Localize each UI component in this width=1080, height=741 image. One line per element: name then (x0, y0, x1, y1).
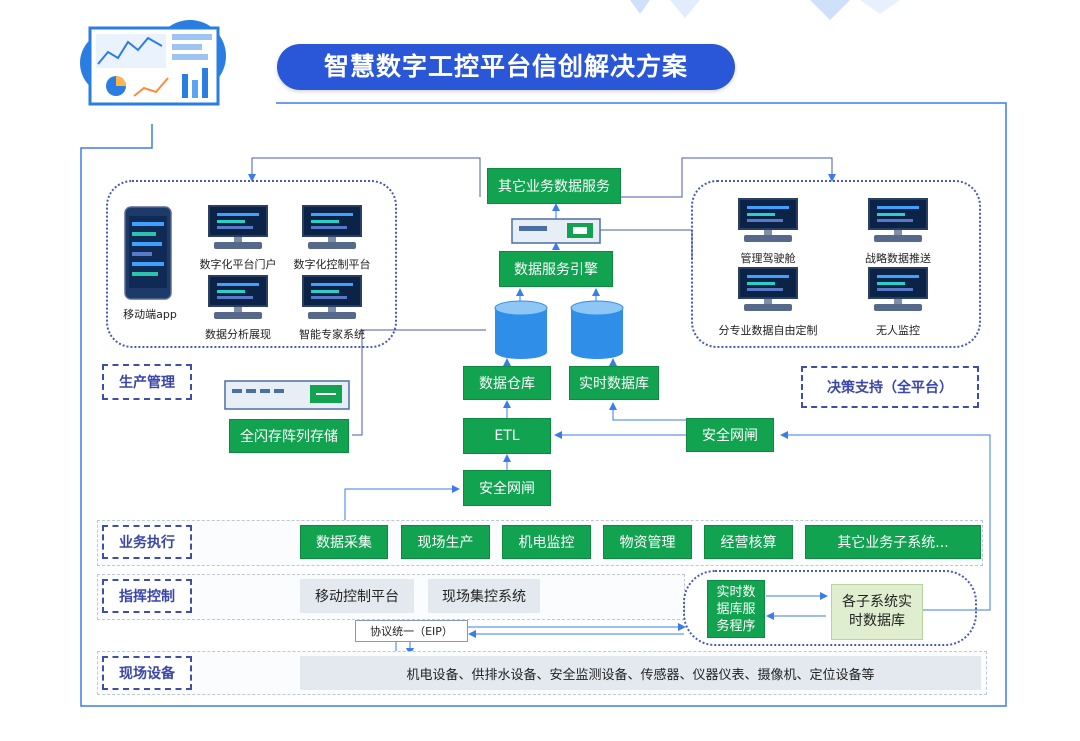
right-cluster-item: 无人监控 (876, 324, 920, 337)
monitor-icon (302, 275, 362, 319)
business-item: 经营核算 (704, 525, 793, 559)
title-pill (277, 44, 735, 90)
left-cluster-item: 数字化平台门户 (199, 258, 277, 271)
business-item: 现场生产 (401, 525, 490, 559)
other-business-data-service: 其它业务数据服务 (487, 168, 621, 204)
data-warehouse: 数据仓库 (463, 366, 551, 400)
monitor-icon (868, 198, 928, 242)
monitor-icon (208, 205, 268, 249)
left-application-cluster (106, 180, 397, 348)
decorative-diamonds (630, 0, 900, 20)
label-decision-support: 决策支持（全平台） (801, 366, 979, 408)
realtime-service-cluster (683, 570, 977, 646)
left-cluster-item: 智能专家系统 (299, 328, 365, 341)
data-service-engine: 数据服务引擎 (499, 251, 613, 287)
mobile-phone-icon (124, 206, 172, 300)
right-application-cluster (691, 180, 981, 348)
label-production-management: 生产管理 (102, 364, 192, 400)
subsystem-realtime-db: 各子系统实时数据库 (831, 584, 923, 640)
business-item: 机电监控 (502, 525, 591, 559)
label-field-equipment: 现场设备 (102, 656, 192, 690)
mobile-control-platform: 移动控制平台 (300, 579, 414, 613)
server-icon (511, 218, 601, 246)
label-command-control: 指挥控制 (102, 579, 192, 613)
dashboard-illustration (72, 8, 232, 108)
business-item: 物资管理 (603, 525, 692, 559)
realtime-db-service-program: 实时数据库服务程序 (707, 580, 765, 638)
business-item: 其它业务子系统... (805, 525, 981, 559)
right-cluster-item: 战略数据推送 (865, 252, 931, 265)
monitor-icon (738, 198, 798, 242)
right-cluster-item: 管理驾驶舱 (740, 252, 796, 265)
etl-box: ETL (463, 418, 551, 454)
page-title: 智慧数字工控平台信创解决方案 (323, 52, 688, 81)
mobile-app-label: 移动端app (123, 308, 177, 321)
realtime-database: 实时数据库 (569, 366, 659, 400)
flash-storage-array: 全闪存阵列存储 (229, 419, 349, 453)
storage-array-icon (224, 380, 350, 414)
monitor-icon (868, 267, 928, 311)
field-control-system: 现场集控系统 (428, 579, 540, 613)
security-gateway-center: 安全网闸 (463, 470, 551, 506)
monitor-icon (738, 267, 798, 311)
right-cluster-item: 分专业数据自由定制 (718, 324, 818, 337)
monitor-icon (208, 275, 268, 319)
left-cluster-item: 数据分析展现 (205, 328, 271, 341)
database-cylinder-icon (570, 300, 624, 360)
field-devices-list: 机电设备、供排水设备、安全监测设备、传感器、仪器仪表、摄像机、定位设备等 (300, 656, 981, 690)
protocol-box: 协议统一（EIP） (355, 620, 468, 642)
left-cluster-item: 数字化控制平台 (293, 258, 371, 271)
monitor-icon (302, 205, 362, 249)
security-gateway-right: 安全网闸 (686, 418, 774, 452)
database-cylinder-icon (494, 300, 548, 360)
label-business-execution: 业务执行 (102, 525, 192, 559)
business-item: 数据采集 (300, 525, 388, 559)
